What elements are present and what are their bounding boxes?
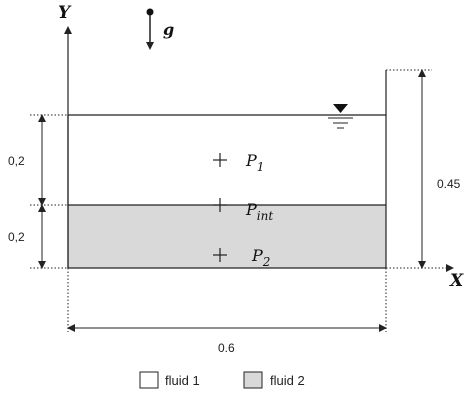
x-axis-label: X [449, 271, 464, 291]
plus-marker-icon [213, 248, 227, 262]
p1-label: P1 [245, 151, 264, 174]
point-p1: P1 [213, 151, 264, 174]
gravity-dot [146, 8, 154, 16]
dimension-right: 0.45 [386, 69, 461, 269]
legend-swatch-fluid1 [139, 371, 159, 389]
y-axis-label: Y [58, 3, 72, 23]
gravity-label: g [163, 20, 174, 39]
p2-label: P2 [251, 246, 270, 269]
plus-marker-icon [213, 198, 227, 212]
legend: fluid 1 fluid 2 [139, 371, 305, 389]
gravity-indicator: g [146, 8, 174, 50]
fluid2-region [68, 205, 386, 268]
legend-label-fluid2: fluid 2 [270, 373, 305, 388]
legend-swatch-fluid2 [243, 371, 263, 389]
tank-width-dim-label: 0.6 [218, 341, 235, 355]
free-surface-icon [328, 104, 353, 129]
dimension-bottom: 0.6 [67, 268, 387, 355]
upper-layer-dim-label: 0,2 [8, 154, 25, 168]
dimension-left: 0,2 0,2 [8, 114, 68, 269]
legend-label-fluid1: fluid 1 [165, 373, 200, 388]
point-pint: Pint [213, 198, 273, 223]
x-axis-arrowhead [446, 264, 454, 272]
pint-label: Pint [245, 200, 273, 223]
tank-height-dim-label: 0.45 [437, 177, 461, 191]
lower-layer-dim-label: 0,2 [8, 230, 25, 244]
plus-marker-icon [213, 153, 227, 167]
point-p2: P2 [213, 246, 270, 269]
